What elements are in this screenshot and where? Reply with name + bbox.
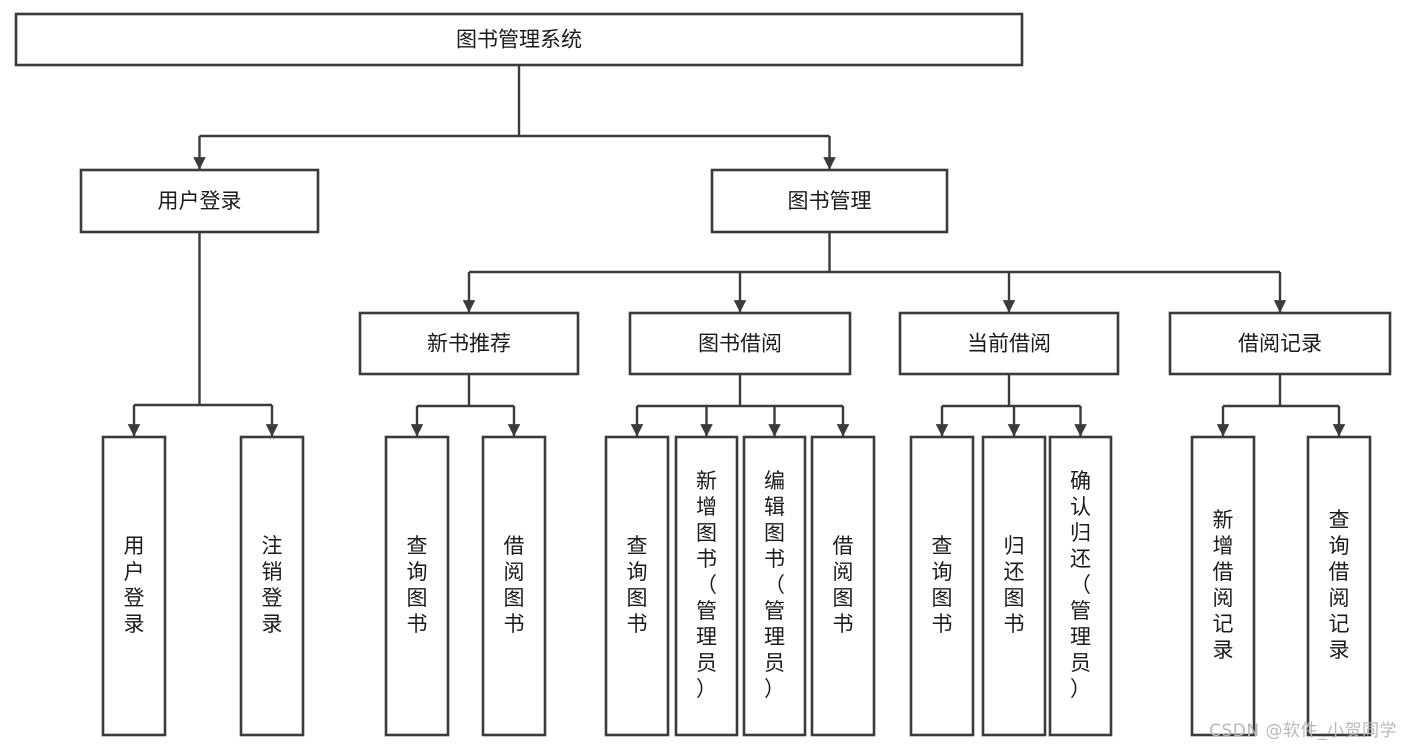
node-box [1306,435,1372,737]
node-label: 借阅记录 [1238,332,1322,356]
node-box [79,168,320,234]
node-box [1190,435,1256,737]
node-box [239,435,305,737]
node-label: 当前借阅 [967,332,1051,356]
node-label: 图书管理 [788,189,872,213]
node-box [710,168,949,234]
node-leaf-8-查询图书[interactable]: 查询图书 [909,435,975,737]
node-leaf-4-查询图书[interactable]: 查询图书 [604,435,670,737]
node-box [384,435,450,737]
node-l3-图书借阅[interactable]: 图书借阅 [628,311,852,376]
node-box [742,435,807,737]
node-label: 新增图书（管理员） [696,469,717,701]
node-label: 归还图书 [1004,534,1025,636]
node-leaf-10-确认归还管理员[interactable]: 确认归还（管理员） [1048,435,1113,737]
node-box [810,435,876,737]
node-box [628,311,852,376]
node-label: 用户登录 [124,534,145,636]
node-box [981,435,1047,737]
node-box [1168,311,1392,376]
node-label: 查询图书 [932,534,953,636]
node-label: 注销登录 [262,534,283,636]
node-leaf-1-注销登录[interactable]: 注销登录 [239,435,305,737]
node-label: 用户登录 [158,189,242,213]
node-l3-当前借阅[interactable]: 当前借阅 [898,311,1120,376]
node-label: 借阅图书 [504,534,525,636]
node-box [604,435,670,737]
node-label: 查询图书 [407,534,428,636]
node-label: 借阅图书 [833,534,854,636]
node-l2-图书管理[interactable]: 图书管理 [710,168,949,234]
node-box [674,435,739,737]
node-leaf-0-用户登录[interactable]: 用户登录 [101,435,167,737]
node-leaf-6-编辑图书管理员[interactable]: 编辑图书（管理员） [742,435,807,737]
node-label: 查询借阅记录 [1329,508,1350,662]
node-leaf-3-借阅图书[interactable]: 借阅图书 [481,435,547,737]
node-leaf-11-新增借阅记录[interactable]: 新增借阅记录 [1190,435,1256,737]
node-leaf-7-借阅图书[interactable]: 借阅图书 [810,435,876,737]
node-l3-新书推荐[interactable]: 新书推荐 [358,311,580,376]
node-box [101,435,167,737]
node-label: 新书推荐 [427,332,511,356]
node-leaf-9-归还图书[interactable]: 归还图书 [981,435,1047,737]
node-root-图书管理系统[interactable]: 图书管理系统 [14,12,1024,67]
node-box [1048,435,1113,737]
node-leaf-12-查询借阅记录[interactable]: 查询借阅记录 [1306,435,1372,737]
node-leaf-5-新增图书管理员[interactable]: 新增图书（管理员） [674,435,739,737]
node-label: 图书借阅 [698,332,782,356]
node-box [898,311,1120,376]
node-label: 确认归还（管理员） [1070,469,1091,701]
node-label: 图书管理系统 [456,28,582,52]
node-label: 编辑图书（管理员） [764,469,785,701]
connector-edges [127,65,1346,437]
node-box [358,311,580,376]
node-l3-借阅记录[interactable]: 借阅记录 [1168,311,1392,376]
node-box [481,435,547,737]
node-box [14,12,1024,67]
node-label: 查询图书 [627,534,648,636]
node-box [909,435,975,737]
node-leaf-2-查询图书[interactable]: 查询图书 [384,435,450,737]
node-label: 新增借阅记录 [1213,508,1234,662]
diagram-nodes: 图书管理系统用户登录图书管理新书推荐图书借阅当前借阅借阅记录用户登录注销登录查询… [14,12,1392,737]
node-l2-用户登录[interactable]: 用户登录 [79,168,320,234]
